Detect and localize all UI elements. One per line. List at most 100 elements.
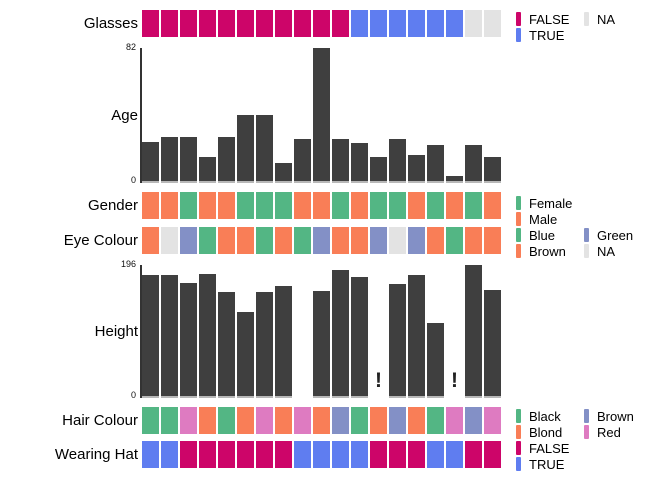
legend-swatch-na (584, 244, 589, 258)
bar-base (275, 181, 292, 183)
legend-label-blue: Blue (529, 227, 556, 243)
strip-cell-male (446, 192, 463, 219)
bar-base (199, 181, 216, 183)
bar-slot-age (161, 48, 178, 183)
strip-cell-female (465, 192, 482, 219)
legend-swatch-true (516, 457, 521, 471)
strip-cell-false (256, 10, 273, 37)
y-axis-line-age (140, 48, 142, 183)
bar-slot-height: ! (446, 265, 463, 398)
strip-cell-na (389, 227, 406, 254)
legend-swatch-blue (516, 228, 521, 242)
bar-slot-age (294, 48, 311, 183)
row-label-wearing-hat: Wearing Hat (54, 446, 138, 463)
row-label-height: Height (94, 323, 138, 340)
bar-base (408, 396, 425, 398)
bar-age (484, 157, 501, 183)
legend-entry-black: Black (516, 408, 562, 424)
legend-label-black: Black (529, 408, 561, 424)
strip-cell-true (351, 441, 368, 468)
bar-base (180, 181, 197, 183)
y-axis-line-height (140, 265, 142, 398)
strip-wearing-hat (142, 441, 501, 468)
strip-cell-black (351, 407, 368, 434)
bar-base (427, 181, 444, 183)
legend-label-true: TRUE (529, 456, 565, 472)
bar-slot-age (142, 48, 159, 183)
strip-cell-green (370, 227, 387, 254)
legend-entry-blond: Blond (516, 424, 562, 440)
strip-cell-true (142, 441, 159, 468)
bar-age (389, 139, 406, 183)
bar-slot-height (408, 265, 425, 398)
missing-value-marker: ! (451, 369, 458, 392)
row-label-hair-colour: Hair Colour (62, 412, 138, 429)
legend-swatch-green (584, 228, 589, 242)
legend-entry-true: TRUE (516, 456, 569, 472)
strip-cell-female (180, 192, 197, 219)
legend-swatch-brown (584, 409, 589, 423)
bar-base (218, 396, 235, 398)
strip-cell-male (199, 192, 216, 219)
strip-eye-colour (142, 227, 501, 254)
bar-base (332, 396, 349, 398)
strip-cell-brown (142, 227, 159, 254)
strip-cell-male (484, 192, 501, 219)
strip-cell-na (465, 10, 482, 37)
strip-cell-false (142, 10, 159, 37)
strip-cell-female (389, 192, 406, 219)
bar-age (142, 142, 159, 183)
bar-slot-age (180, 48, 197, 183)
bar-height (218, 292, 235, 398)
row-label-gender: Gender (87, 197, 138, 214)
bar-base (389, 396, 406, 398)
bar-base (370, 181, 387, 183)
strip-cell-female (332, 192, 349, 219)
legend-label-brown: Brown (529, 243, 566, 259)
strip-cell-brown (389, 407, 406, 434)
strip-gender (142, 192, 501, 219)
bar-slot-height (427, 265, 444, 398)
bar-height (142, 275, 159, 398)
strip-cell-blond (370, 407, 387, 434)
strip-cell-false (332, 10, 349, 37)
strip-cell-true (446, 10, 463, 37)
bar-base (465, 181, 482, 183)
strip-cell-blond (313, 407, 330, 434)
strip-cell-female (275, 192, 292, 219)
legend-label-red: Red (597, 424, 621, 440)
bar-slot-height (218, 265, 235, 398)
bar-slot-age (427, 48, 444, 183)
bar-slot-height (332, 265, 349, 398)
bar-age (256, 115, 273, 183)
strip-cell-true (389, 10, 406, 37)
bar-slot-height (484, 265, 501, 398)
strip-glasses (142, 10, 501, 37)
strip-cell-blond (408, 407, 425, 434)
bar-base (256, 396, 273, 398)
strip-cell-false (199, 441, 216, 468)
bar-age (199, 157, 216, 183)
bar-age (351, 143, 368, 183)
strip-cell-male (161, 192, 178, 219)
bar-age (465, 145, 482, 183)
strip-cell-blue (446, 227, 463, 254)
strip-cell-false (237, 441, 254, 468)
bar-height (465, 265, 482, 398)
bar-base (332, 181, 349, 183)
strip-cell-blue (199, 227, 216, 254)
bar-age (313, 48, 330, 183)
bar-base (142, 396, 159, 398)
bar-base (351, 181, 368, 183)
strip-cell-green (408, 227, 425, 254)
y-axis-zero-label-age: 0 (130, 175, 136, 185)
strip-cell-true (161, 441, 178, 468)
strip-cell-brown (218, 227, 235, 254)
y-axis-max-label-height: 196 (120, 259, 136, 269)
bar-slot-age (446, 48, 463, 183)
bar-age (332, 139, 349, 183)
missing-value-marker: ! (375, 369, 382, 392)
